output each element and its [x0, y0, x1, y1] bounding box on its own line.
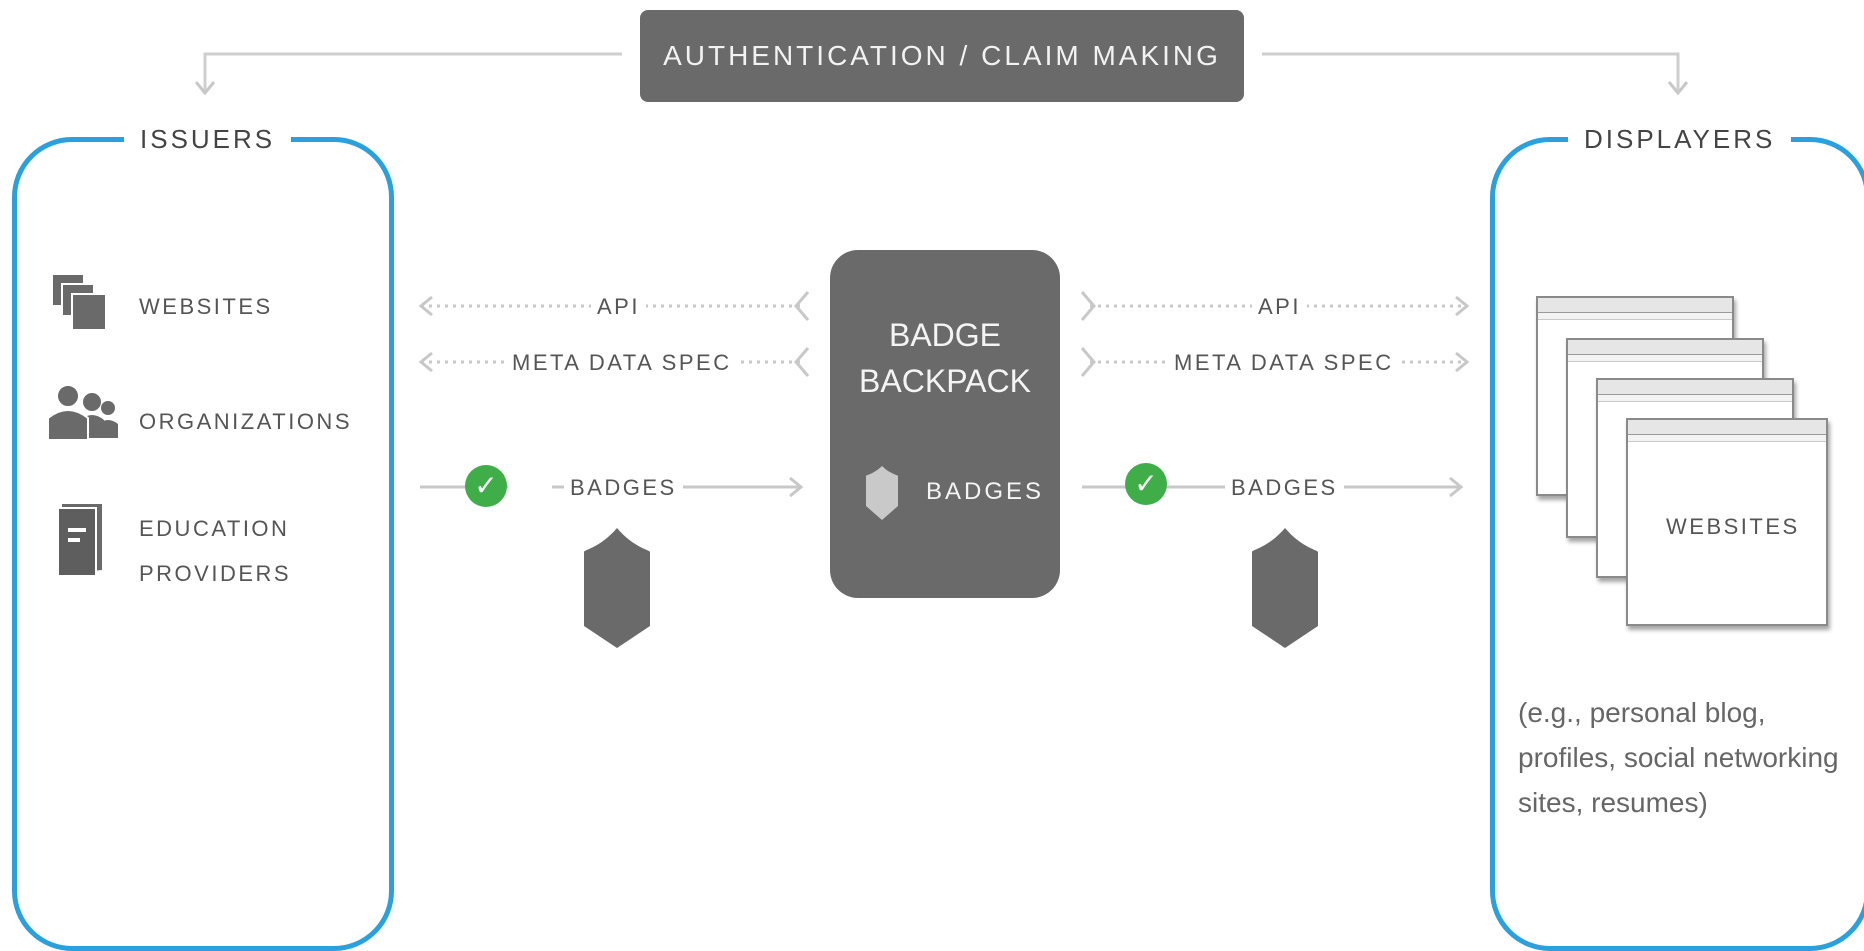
backpack-title: BADGE BACKPACK: [830, 312, 1060, 404]
organizations-icon: [47, 384, 118, 441]
left-meta-label: META DATA SPEC: [506, 350, 738, 376]
window-toolbar: [1628, 435, 1826, 442]
authentication-label: AUTHENTICATION / CLAIM MAKING: [663, 40, 1221, 71]
window-titlebar: [1568, 340, 1762, 355]
right-check-icon: ✓: [1125, 463, 1167, 505]
left-check-icon: ✓: [465, 465, 507, 507]
left-badge-shield-icon: [583, 528, 650, 648]
right-api-label: API: [1252, 294, 1307, 320]
right-api-arrow: [1080, 291, 1470, 321]
issuer-websites-label: WEBSITES: [139, 294, 273, 319]
authentication-banner: AUTHENTICATION / CLAIM MAKING: [640, 10, 1244, 102]
issuer-organizations-label: ORGANIZATIONS: [139, 409, 352, 434]
left-check-gap: [508, 485, 552, 489]
backpack-shield-icon: [866, 466, 898, 520]
window-titlebar: [1628, 420, 1826, 435]
displayer-websites-label: WEBSITES: [1666, 514, 1800, 539]
websites-icon: [51, 273, 107, 331]
right-meta-label: META DATA SPEC: [1168, 350, 1400, 376]
auth-connector-left: [194, 52, 622, 96]
issuer-education-label-line1: EDUCATION: [139, 516, 290, 541]
left-meta-arrow: [418, 347, 810, 377]
window-titlebar: [1538, 298, 1732, 313]
issuers-title: ISSUERS: [124, 124, 292, 155]
badge-backpack-box: BADGE BACKPACK BADGES: [830, 250, 1060, 598]
right-meta-arrow: [1080, 347, 1470, 377]
right-badge-shield-icon: [1251, 528, 1318, 648]
displayer-examples-text: (e.g., personal blog, profiles, social n…: [1518, 697, 1839, 818]
backpack-title-line2: BACKPACK: [859, 363, 1031, 399]
backpack-title-line1: BADGE: [888, 317, 1002, 353]
displayers-title: DISPLAYERS: [1568, 124, 1792, 155]
auth-connector-right: [1262, 52, 1689, 96]
window-toolbar: [1568, 355, 1762, 362]
window-toolbar: [1538, 313, 1732, 320]
window-toolbar: [1598, 395, 1792, 402]
education-providers-icon: [57, 504, 102, 577]
backpack-badges-label: BADGES: [926, 478, 1045, 505]
left-api-label: API: [591, 294, 646, 320]
issuer-education-label-line2: PROVIDERS: [139, 561, 292, 586]
window-titlebar: [1598, 380, 1792, 395]
website-window-4: WEBSITES: [1626, 418, 1828, 626]
left-api-arrow: [418, 291, 810, 321]
left-badges-label: BADGES: [564, 475, 683, 501]
right-badges-label: BADGES: [1225, 475, 1344, 501]
